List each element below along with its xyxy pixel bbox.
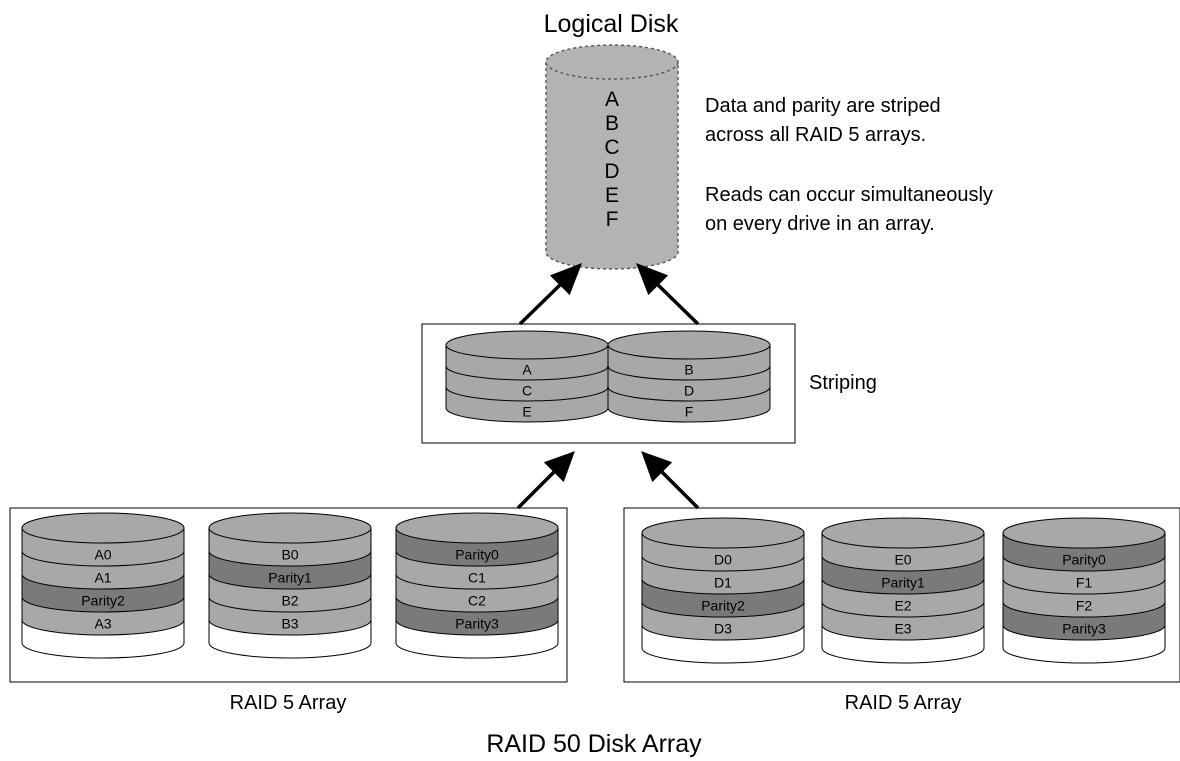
disk-band-label: A0 — [94, 547, 111, 563]
disk-band-label: D1 — [714, 575, 732, 591]
disk-top — [641, 517, 805, 549]
arrow-up-left — [518, 281, 564, 326]
striping-disk: ECA — [445, 330, 609, 423]
raid5-disk: A3 Parity2 A1 A0 — [21, 512, 185, 659]
raid5-disk: E3 E2 Parity1 E0 — [821, 517, 985, 664]
raid5-array-label: RAID 5 Array — [845, 692, 962, 714]
disk-band-label: E2 — [894, 598, 911, 614]
disk-band-label: A1 — [94, 570, 111, 586]
logical-disk-letter: D — [604, 160, 619, 183]
disk-top — [1002, 517, 1166, 549]
disk-band-label: Parity0 — [455, 547, 499, 563]
disk-band-label: D0 — [714, 552, 732, 568]
arrows-to-logical-disk — [518, 262, 700, 326]
disk-top — [607, 330, 771, 360]
striping-box — [421, 323, 796, 444]
disk-top — [208, 512, 372, 544]
raid5-array-box-right — [623, 507, 1180, 683]
note-line: Reads can occur simultaneously — [705, 184, 993, 206]
disk-band-label: F1 — [1076, 575, 1093, 591]
disk-band-label: E3 — [894, 621, 911, 637]
logical-disk-letter: C — [604, 136, 619, 159]
raid5-array-box-left — [9, 507, 568, 683]
logical-disk-letter: B — [605, 112, 619, 135]
arrow-up-left — [516, 468, 558, 510]
disk-band-label: D3 — [714, 621, 732, 637]
raid5-disk: D3 Parity2 D1 D0 — [641, 517, 805, 664]
disk-band-label: F — [685, 404, 694, 420]
disk-band-label: F2 — [1076, 598, 1093, 614]
disk-band-label: Parity3 — [1062, 621, 1106, 637]
note-line: Data and parity are striped — [705, 95, 941, 117]
disk-band-label: Parity2 — [701, 598, 745, 614]
array-disks: A3Parity2A1A0B3B2Parity1B0Parity3C2C1Par… — [21, 512, 1166, 664]
disk-band-label: A3 — [94, 616, 111, 632]
diagram-title: RAID 50 Disk Array — [486, 730, 702, 758]
disk-band-label: A — [522, 362, 532, 378]
note-line: on every drive in an array. — [705, 213, 935, 235]
arrows-to-striping — [516, 451, 700, 510]
disk-band-label: C1 — [468, 570, 486, 586]
disk-top — [395, 512, 559, 544]
striping-disk: FDB — [607, 330, 771, 423]
logical-disk: A B C D E F — [545, 44, 679, 270]
disk-top — [21, 512, 185, 544]
disk-band-label: B2 — [281, 593, 298, 609]
raid5-disk: Parity3 C2 C1 Parity0 — [395, 512, 559, 659]
disk-band-label: E — [522, 404, 531, 420]
arrow-up-right — [654, 281, 700, 326]
logical-disk-letter: F — [606, 208, 619, 231]
disk-band-label: Parity0 — [1062, 552, 1106, 568]
raid5-array-label: RAID 5 Array — [230, 692, 347, 714]
disk-band-label: Parity3 — [455, 616, 499, 632]
raid5-disk: Parity3 F2 F1 Parity0 — [1002, 517, 1166, 664]
disk-band-label: C — [522, 383, 532, 399]
disk-top — [445, 330, 609, 360]
disk-band-label: Parity1 — [881, 575, 925, 591]
raid5-disk: B3 B2 Parity1 B0 — [208, 512, 372, 659]
disk-band-label: E0 — [894, 552, 911, 568]
disk-band-label: Parity1 — [268, 570, 312, 586]
disk-band-label: C2 — [468, 593, 486, 609]
arrow-up-right — [658, 468, 700, 510]
disk-band-label: B — [684, 362, 693, 378]
disk-band-label: B3 — [281, 616, 298, 632]
striping-label: Striping — [809, 372, 877, 394]
disk-band-label: B0 — [281, 547, 298, 563]
disk-band-label: Parity2 — [81, 593, 125, 609]
disk-band-label: D — [684, 383, 694, 399]
logical-disk-letter: E — [605, 184, 619, 207]
logical-disk-label: Logical Disk — [544, 10, 679, 38]
note-line: across all RAID 5 arrays. — [705, 124, 926, 146]
logical-disk-letter: A — [605, 88, 619, 111]
disk-top — [821, 517, 985, 549]
